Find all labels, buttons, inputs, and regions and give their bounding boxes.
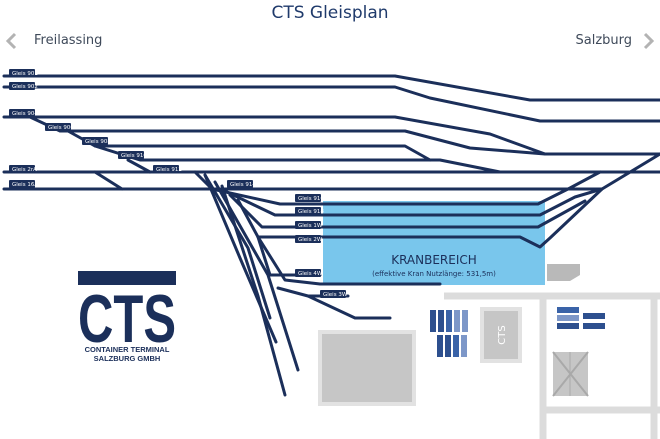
track-label-901-text: Gleis 901 bbox=[12, 71, 38, 77]
container-stacks bbox=[430, 307, 605, 357]
track-label-1W[interactable] bbox=[295, 221, 321, 229]
cts-building bbox=[480, 307, 522, 363]
track-label-908[interactable] bbox=[82, 137, 108, 145]
track-label-904-text: Gleis 904 bbox=[12, 111, 38, 117]
track-label-3W-text: Gleis 3W bbox=[323, 292, 348, 298]
track-label-916[interactable] bbox=[295, 194, 321, 202]
track-labels: Gleis 901 Gleis 902 Gleis 904 Gleis 906 … bbox=[9, 69, 348, 298]
warehouse-building bbox=[318, 330, 416, 406]
track-label-902[interactable] bbox=[9, 82, 35, 90]
cts-building-label: CTS bbox=[497, 325, 508, 344]
track-label-902-text: Gleis 902 bbox=[12, 84, 38, 90]
cts-logo: CTS CONTAINER TERMINAL SALZBURG GMBH bbox=[78, 271, 176, 363]
track-label-2rA[interactable] bbox=[9, 165, 35, 173]
track-label-16A[interactable] bbox=[9, 180, 35, 188]
track-label-908-text: Gleis 908 bbox=[85, 139, 111, 145]
track-label-4W[interactable] bbox=[295, 269, 321, 277]
track-label-918-text: Gleis 918 bbox=[298, 209, 324, 215]
chevron-right-icon[interactable] bbox=[642, 32, 656, 50]
track-label-3W[interactable] bbox=[320, 290, 346, 298]
track-label-16A-text: Gleis 16A bbox=[12, 182, 38, 188]
storage-shed bbox=[552, 351, 589, 397]
track-label-906-text: Gleis 906 bbox=[48, 125, 74, 131]
logo-line2: SALZBURG GMBH bbox=[94, 354, 161, 363]
track-label-910[interactable] bbox=[118, 151, 144, 159]
track-label-912-text: Gleis 912 bbox=[156, 167, 182, 173]
track-label-4W-text: Gleis 4W bbox=[298, 271, 323, 277]
logo-line1: CONTAINER TERMINAL bbox=[85, 345, 170, 354]
track-label-906[interactable] bbox=[45, 123, 71, 131]
track-label-904[interactable] bbox=[9, 109, 35, 117]
tracks bbox=[2, 74, 660, 397]
logo-letters: CTS bbox=[78, 281, 176, 357]
track-label-918[interactable] bbox=[295, 207, 321, 215]
track-label-2W-text: Gleis 2W bbox=[298, 237, 323, 243]
track-label-901[interactable] bbox=[9, 69, 35, 77]
crane-rail-end bbox=[547, 264, 580, 281]
track-label-912[interactable] bbox=[153, 165, 179, 173]
track-label-910-text: Gleis 910 bbox=[121, 153, 147, 159]
page-title: CTS Gleisplan bbox=[271, 3, 389, 23]
direction-left-label[interactable]: Freilassing bbox=[34, 33, 103, 48]
chevron-left-icon[interactable] bbox=[4, 32, 18, 50]
buildings bbox=[318, 264, 589, 406]
crane-area-title: KRANBEREICH bbox=[391, 253, 477, 267]
track-label-2rA-text: Gleis 2rA bbox=[12, 167, 37, 173]
direction-right-label[interactable]: Salzburg bbox=[575, 33, 632, 48]
track-label-2W[interactable] bbox=[295, 235, 321, 243]
roads bbox=[444, 292, 660, 439]
track-label-916-text: Gleis 916 bbox=[298, 196, 324, 202]
crane-area-subtitle: (effektive Kran Nutzlänge: 531,5m) bbox=[372, 270, 496, 278]
track-label-914-text: Gleis 914 bbox=[230, 182, 256, 188]
track-label-914[interactable] bbox=[227, 180, 253, 188]
track-label-1W-text: Gleis 1W bbox=[298, 223, 323, 229]
